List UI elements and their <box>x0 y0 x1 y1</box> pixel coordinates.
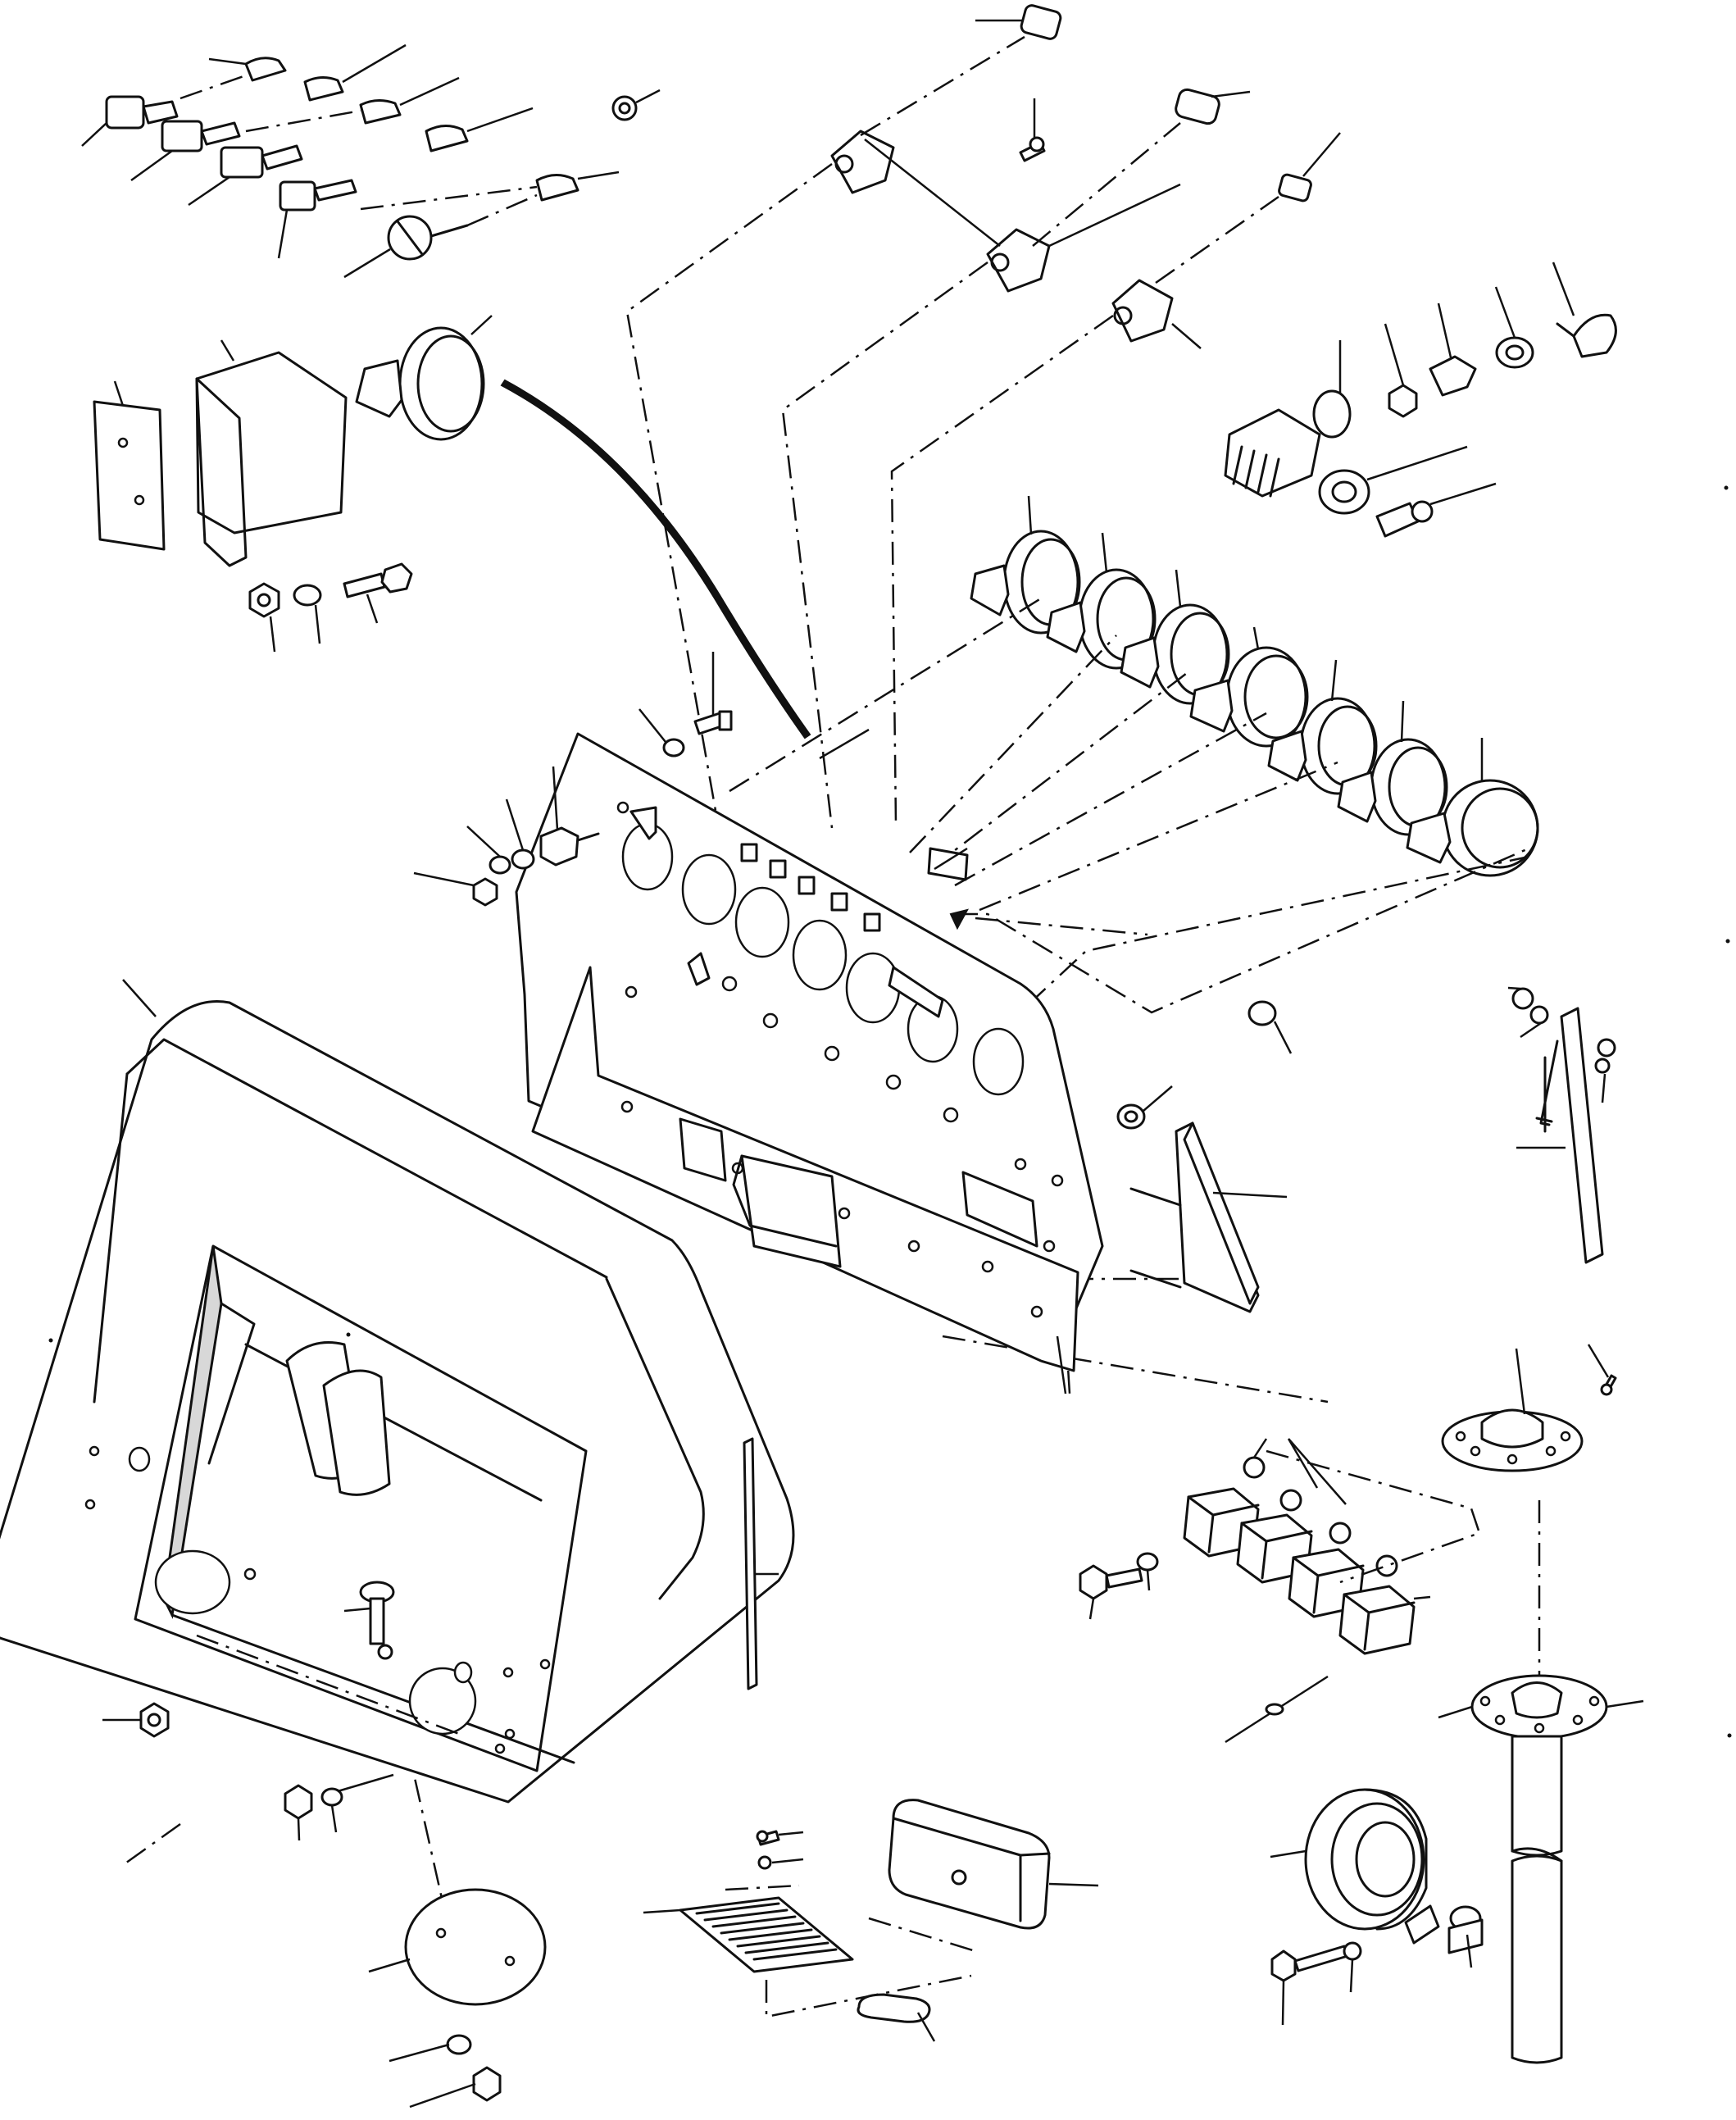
switch-plate <box>679 1117 842 1268</box>
gauge-5 <box>1267 659 1378 795</box>
cover-disc <box>368 1888 547 2109</box>
housing-duct <box>285 1341 391 1496</box>
gauge-6 <box>1337 700 1448 836</box>
housing-bolt <box>343 1581 395 1660</box>
warning-lamp-cluster <box>830 4 1341 349</box>
resistor-bracket <box>1507 986 1616 1264</box>
ignition-lock-washer <box>1429 355 1477 397</box>
seal-strip <box>743 1437 779 1690</box>
ignition-nut <box>1388 384 1418 418</box>
wing-nut <box>102 1702 170 1738</box>
switch-3 <box>188 144 303 207</box>
horn-assembly <box>1270 1788 1484 2026</box>
horn-bolt-set <box>1270 1905 1484 2026</box>
horn-body <box>1270 1788 1440 1945</box>
relay-bolt <box>1079 1552 1159 1620</box>
sender-float-wire <box>1225 1675 1329 1744</box>
sender-tube <box>1438 1674 1644 2064</box>
alignment-lines <box>122 162 1541 1903</box>
panel-bracket-right <box>888 966 944 1018</box>
bulb-1 <box>180 57 287 100</box>
gauge-row <box>970 495 1539 877</box>
panel-lower-flange <box>531 966 1079 1372</box>
fuel-sender-unit <box>1225 1344 1644 2064</box>
screw-top-center <box>1019 98 1046 162</box>
push-button-switch <box>1318 445 1468 515</box>
ignition-ring <box>1495 336 1534 369</box>
wiring-clip <box>961 1171 1038 1248</box>
ignition-switch-assembly <box>1224 262 1617 538</box>
sender-screw <box>1587 1344 1617 1396</box>
lamp-holder-3 <box>1111 279 1202 349</box>
grille-screws <box>756 1830 804 1870</box>
housing-hole-left <box>154 1549 231 1615</box>
side-bracket <box>1129 1121 1288 1313</box>
panel-knob-set <box>413 766 600 907</box>
housing-opening <box>134 1244 588 1772</box>
bulb-4 <box>425 107 534 152</box>
clip-ring <box>857 1993 936 2042</box>
bolt-nut-washer-set-left <box>248 562 413 653</box>
lower-left-fasteners <box>102 1702 394 1841</box>
switch-cluster-top-left <box>81 43 661 279</box>
lamp-holder-1 <box>830 130 895 194</box>
relay-block <box>1079 1438 1481 1655</box>
bulb-2 <box>303 43 407 102</box>
right-small-parts <box>1116 986 1616 1313</box>
gauge-top-left <box>355 315 493 441</box>
panel-lamp-tab <box>927 847 969 881</box>
panel-lamp-holes <box>740 843 881 932</box>
panel-screw-top <box>693 652 733 735</box>
panel-bracket-top <box>629 806 657 840</box>
switch-2 <box>130 120 241 182</box>
instrument-panel <box>515 728 1104 1394</box>
gauge-bracket-assembly <box>93 315 811 739</box>
gauge-7 <box>1406 738 1539 877</box>
bulb-3 <box>245 76 460 133</box>
grommet-right <box>1116 1085 1173 1130</box>
switch-4 <box>277 179 357 259</box>
ignition-key <box>1572 313 1617 358</box>
gauge-housing-bracket <box>195 351 348 535</box>
switch-1 <box>81 95 179 147</box>
arrow-head <box>949 908 969 930</box>
disc-nut <box>472 2066 502 2102</box>
grille-lamp-set <box>643 1799 1099 2042</box>
rotary-switch <box>343 193 538 279</box>
nut-washer-lower <box>284 1773 394 1841</box>
gauge-1 <box>970 495 1081 635</box>
plug-right <box>1247 1000 1293 1054</box>
bulb-5 <box>360 171 620 211</box>
relay-4 <box>1338 1554 1431 1655</box>
sender-flange-top <box>1441 1348 1584 1472</box>
louvre-grille <box>643 1884 972 2018</box>
nut-small-top <box>611 89 661 121</box>
dome-lamp <box>868 1799 1099 1953</box>
pilot-lamp <box>1375 482 1497 538</box>
gauge-3 <box>1120 569 1230 705</box>
lamp-cover-1 <box>975 4 1062 40</box>
mounting-plate <box>93 400 166 551</box>
lamp-cover-3 <box>1278 132 1341 202</box>
panel-gauge-holes <box>621 822 1025 1096</box>
disc-washer <box>446 2034 472 2055</box>
lamp-cover-2 <box>1175 88 1251 125</box>
housing-hole-right <box>408 1667 477 1736</box>
panel-washer-top <box>639 708 685 757</box>
panel-fasteners <box>413 652 733 907</box>
gauge-4 <box>1189 626 1309 748</box>
console-housing <box>0 979 795 1804</box>
gauge-cable <box>500 379 811 739</box>
panel-tab <box>687 952 711 986</box>
